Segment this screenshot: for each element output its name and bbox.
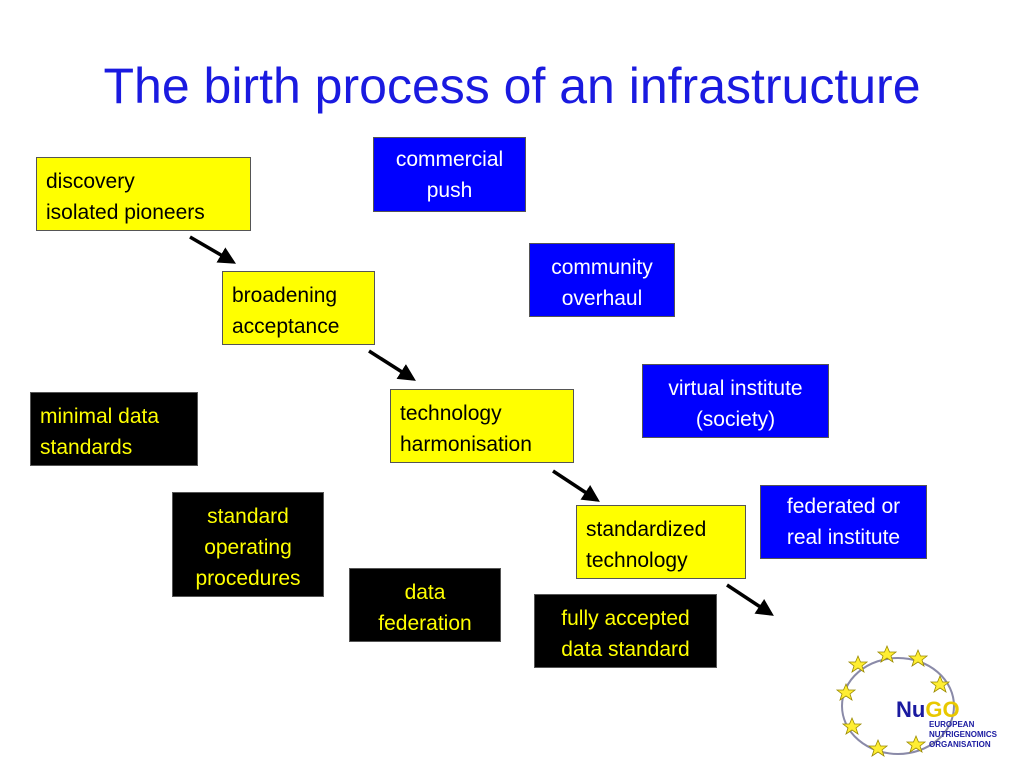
- slide-title: The birth process of an infrastructure: [103, 58, 921, 114]
- star-icon: [929, 674, 951, 693]
- star-icon: [905, 734, 927, 753]
- box-technology-harmonisation: technology harmonisation: [390, 389, 574, 463]
- arrow-standardized-onward: [726, 583, 774, 616]
- arrow-discovery-to-broadening: [189, 235, 237, 264]
- box-data-federation: data federation: [349, 568, 501, 642]
- star-icon: [907, 648, 929, 667]
- nugo-logo-text: NuGO: [896, 697, 960, 722]
- arrow-broadening-to-harmonisation: [368, 349, 416, 381]
- nugo-organisation-name: EUROPEAN NUTRIGENOMICS ORGANISATION: [929, 720, 997, 749]
- arrow-harmonisation-to-standardized: [552, 469, 600, 502]
- star-icon: [867, 738, 889, 757]
- box-discovery: discovery isolated pioneers: [36, 157, 251, 231]
- box-standard-operating-procedures: standard operating procedures: [172, 492, 324, 597]
- box-community-overhaul: community overhaul: [529, 243, 675, 317]
- star-icon: [847, 654, 869, 673]
- box-fully-accepted-data-standard: fully accepted data standard: [534, 594, 717, 668]
- box-minimal-data-standards: minimal data standards: [30, 392, 198, 466]
- star-icon: [841, 716, 863, 735]
- box-virtual-institute: virtual institute (society): [642, 364, 829, 438]
- star-icon: [876, 644, 898, 663]
- box-commercial-push: commercial push: [373, 137, 526, 212]
- nugo-logo: [835, 644, 955, 757]
- box-federated-institute: federated or real institute: [760, 485, 927, 559]
- star-icon: [835, 682, 857, 701]
- box-standardized-technology: standardized technology: [576, 505, 746, 579]
- box-broadening-acceptance: broadening acceptance: [222, 271, 375, 345]
